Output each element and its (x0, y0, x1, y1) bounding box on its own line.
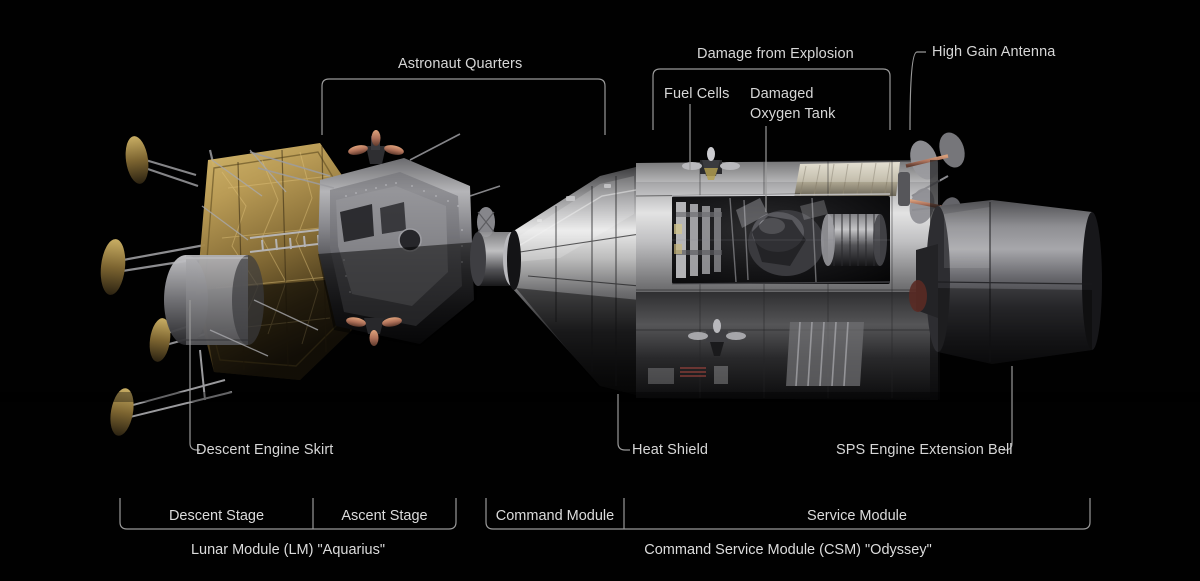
annotation-lines (119, 51, 1091, 530)
tank-cylinder-part (821, 214, 887, 266)
callout-fuel-cells: Fuel Cells (664, 86, 730, 102)
group-label-lunar-module: Lunar Module (LM) "Aquarius" (190, 542, 386, 558)
command-module-body (507, 166, 641, 396)
lunar-module-descent-stage (100, 136, 353, 436)
callout-heat-shield: Heat Shield (632, 442, 709, 458)
sps-engine-extension-bell-part (909, 200, 1102, 364)
callout-damage-from-explosion: Damage from Explosion (697, 46, 854, 62)
sm-rcs-quad-bottom (688, 319, 746, 356)
callout-astronaut-quarters: Astronaut Quarters (398, 56, 523, 72)
rcs-thruster-quad (348, 130, 404, 164)
segment-label-ascent-stage: Ascent Stage (341, 508, 428, 524)
callout-high-gain-antenna: High Gain Antenna (932, 44, 1056, 60)
astronaut-quarters-bracket (321, 78, 606, 135)
high-gain-antenna-leader (909, 51, 926, 131)
segment-label-service-module: Service Module (807, 508, 907, 524)
callout-descent-engine-skirt: Descent Engine Skirt (196, 442, 334, 458)
lunar-module-ascent-stage (249, 130, 521, 346)
callout-damaged-oxygen-tank-line1: Damaged (750, 86, 814, 102)
damaged-oxygen-tank-part (748, 210, 824, 276)
damage-bracket (652, 68, 891, 130)
heat-shield-leader (617, 394, 630, 451)
callout-damaged-oxygen-tank-line2: Oxygen Tank (750, 106, 836, 122)
sps-bell-leader (1002, 366, 1013, 451)
segment-label-command-module: Command Module (495, 508, 615, 524)
damaged-bay-opening (671, 193, 891, 285)
csm-bracket (485, 498, 1091, 530)
descent-engine-skirt-part (164, 255, 264, 345)
group-label-command-service-module: Command Service Module (CSM) "Odyssey" (644, 542, 932, 558)
descent-engine-skirt-leader (189, 300, 200, 451)
segment-label-descent-stage: Descent Stage (168, 508, 265, 524)
rcs-thruster-quad-lower (346, 317, 402, 346)
fuel-cells-part (674, 202, 722, 278)
lunar-module-bracket (119, 498, 457, 530)
callout-sps-engine-extension-bell: SPS Engine Extension Bell (836, 442, 1013, 458)
sm-rcs-quad-top (682, 147, 740, 180)
